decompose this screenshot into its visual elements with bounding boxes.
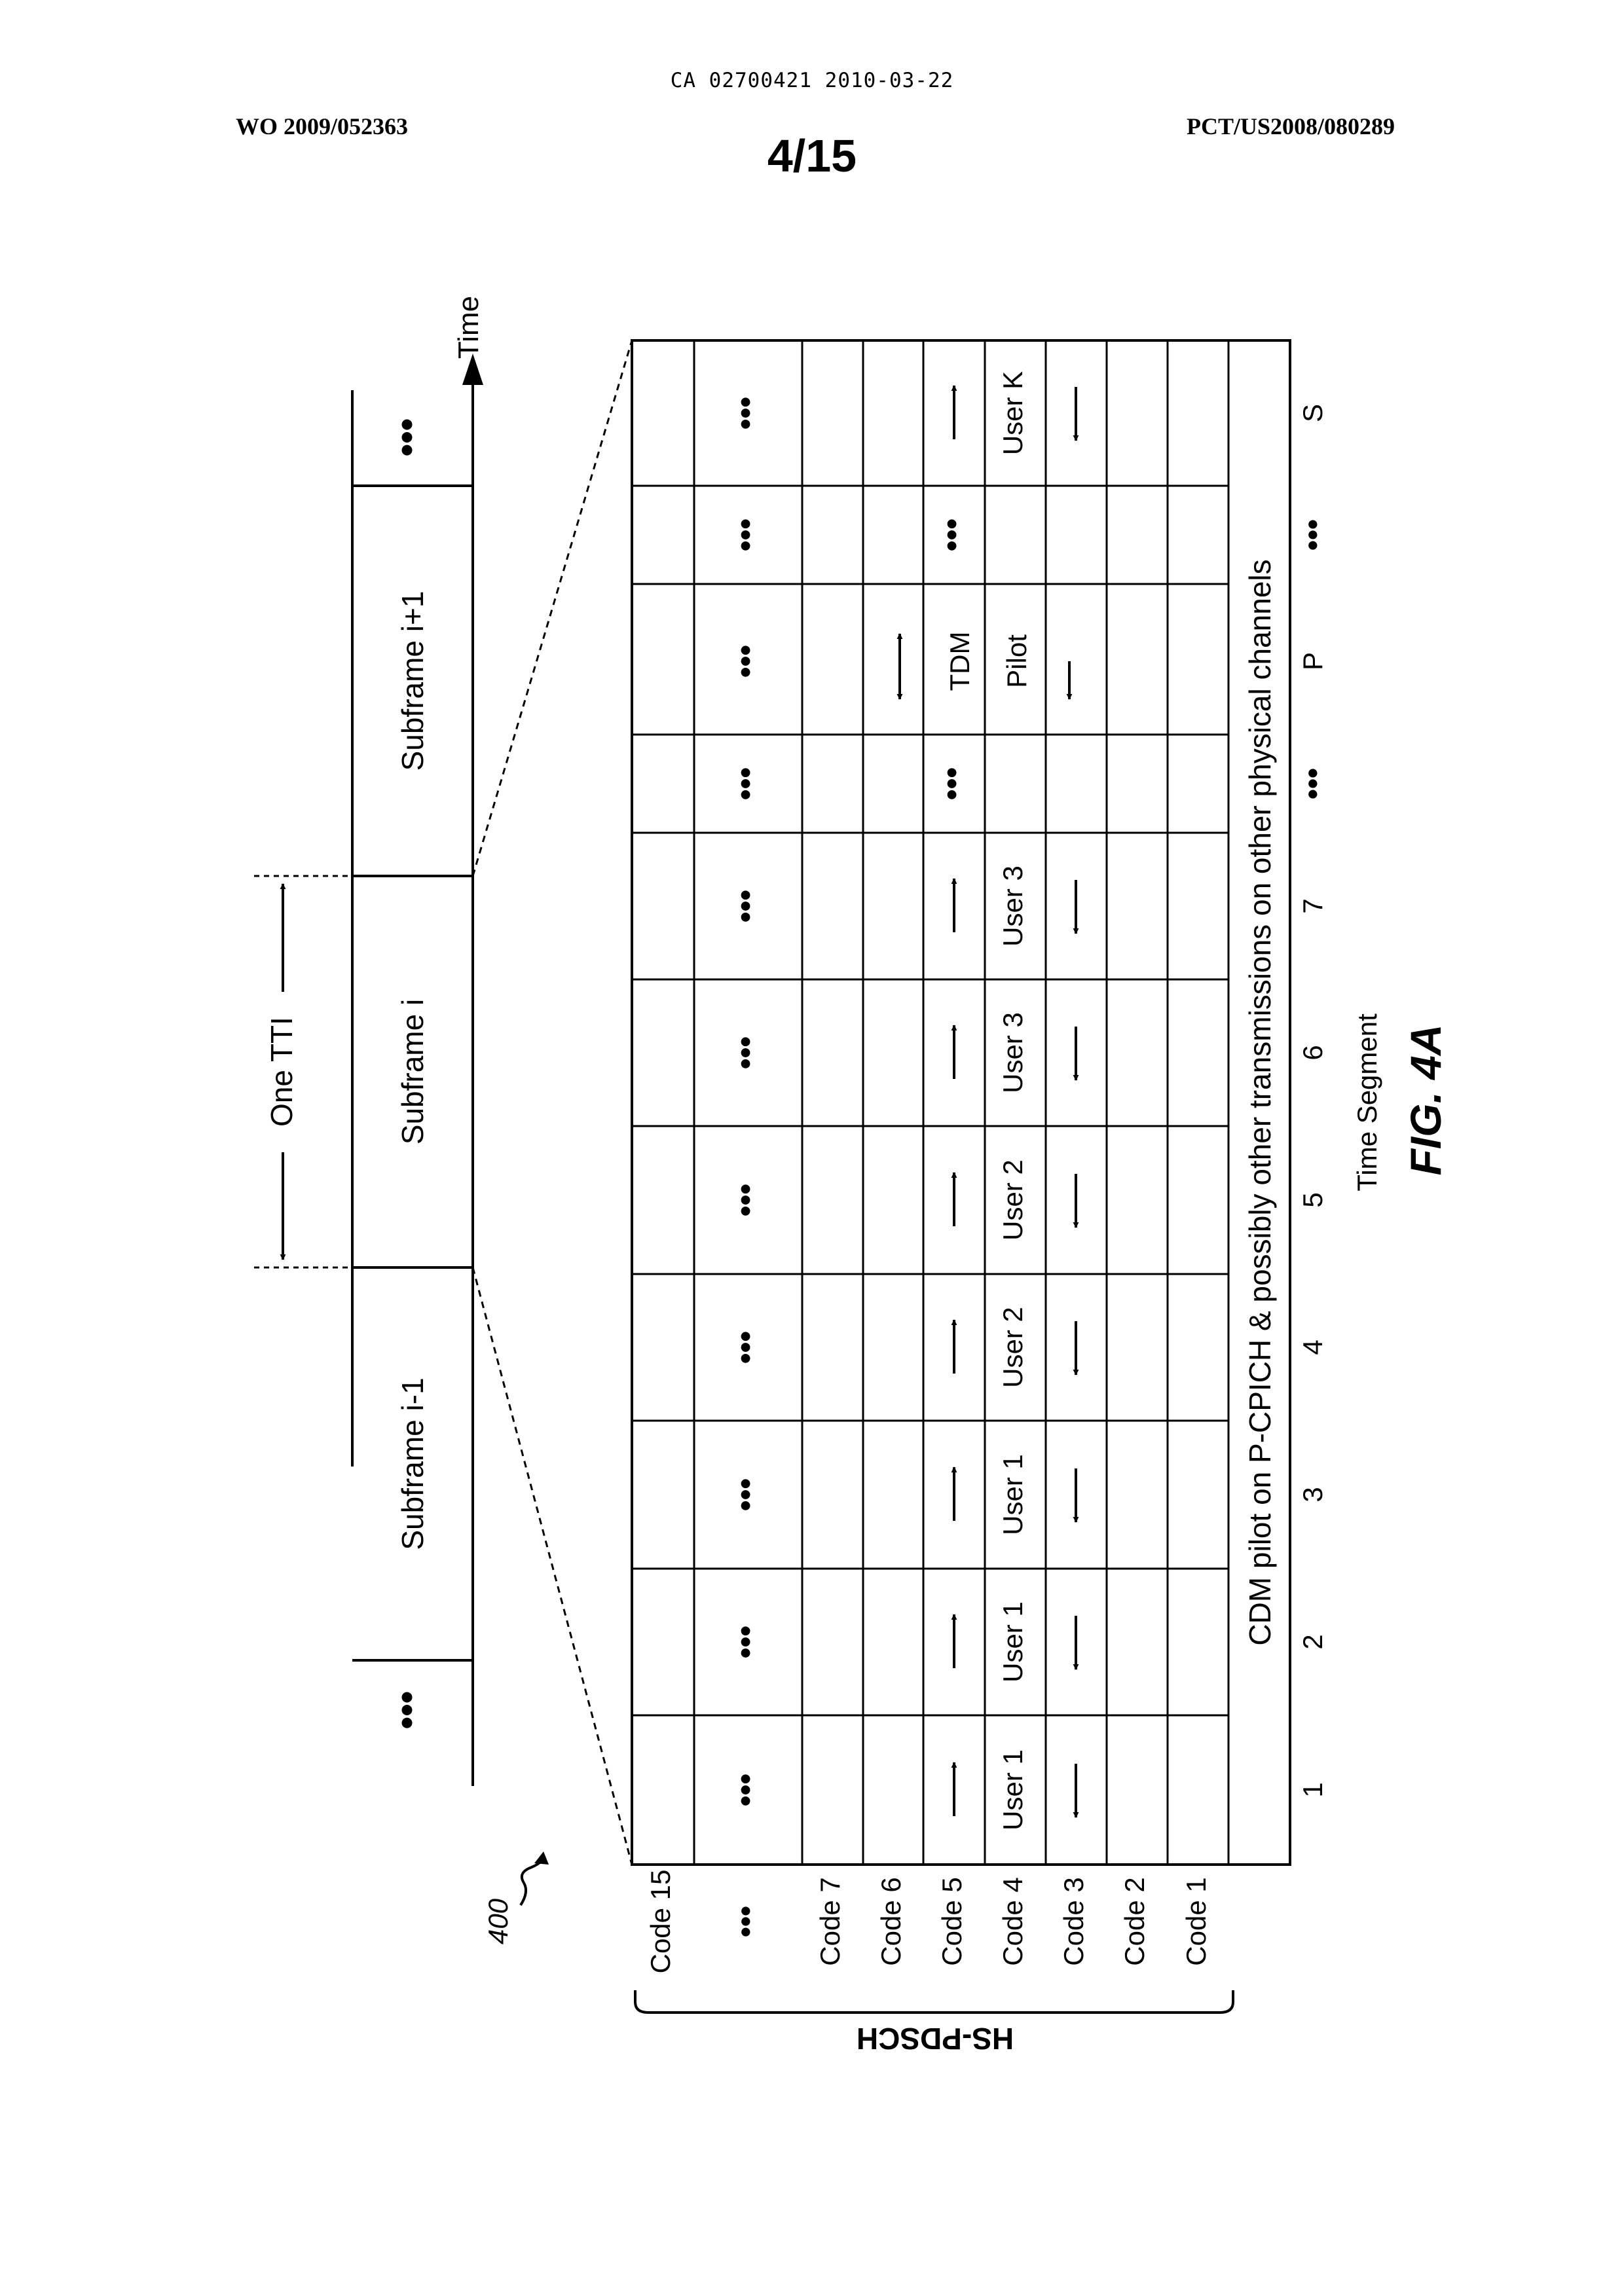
hs-pdsch-bracket [635, 1990, 1233, 2013]
segment-label-6: 6 [1297, 1045, 1328, 1060]
cell-ellipsis-6: ••• [729, 1036, 764, 1069]
cell-ellipsis-3: ••• [729, 1478, 764, 1511]
segment-label-9: P [1297, 652, 1328, 670]
time-axis-label: Time [452, 296, 485, 359]
code-ellipsis-label: ••• [728, 1906, 762, 1937]
cell-user-7: User 3 [997, 866, 1028, 947]
code-1-label: Code 1 [1181, 1877, 1211, 1965]
ref-numeral-400: 400 [483, 1898, 513, 1944]
segment-label-3: 3 [1297, 1487, 1328, 1502]
segment-label-11: S [1297, 404, 1328, 422]
cell-ellipsis-2: ••• [729, 1626, 764, 1658]
code-7-label: Code 7 [815, 1877, 845, 1965]
code-5-label: Code 5 [936, 1877, 967, 1965]
segment-label-4: 4 [1297, 1339, 1328, 1355]
cell-user-5: User 2 [997, 1159, 1028, 1241]
grid-cells: ••• ••• ••• ••• ••• ••• ••• ••• ••• ••• ••• User 1 U… [729, 371, 1076, 1831]
cell-ellipsis-1: ••• [729, 1774, 764, 1806]
code-labels: Code 15 ••• Code 7 Code 6 Code 5 Code 4 Code 3… [645, 1870, 1211, 1974]
ellipsis-left-subframes: ••• [386, 1691, 427, 1730]
cell-ellipsis-10: ••• [729, 519, 764, 551]
code-2-label: Code 2 [1119, 1877, 1150, 1965]
tti-label: One TTI [265, 1017, 299, 1127]
segment-label-10: ••• [1295, 519, 1329, 551]
segment-label-5: 5 [1297, 1192, 1328, 1207]
figure-label: FIG. 4A [1401, 1024, 1450, 1175]
cell-user-1: User 1 [997, 1749, 1028, 1831]
code-6-label: Code 6 [876, 1877, 906, 1965]
subframe-label-i-minus-1: Subframe i-1 [396, 1377, 430, 1550]
time-segment-label: Time Segment [1352, 1013, 1382, 1192]
cdm-pilot-row-label: CDM pilot on P-CPICH & possibly other tr… [1243, 559, 1277, 1645]
code-4-label: Code 4 [997, 1877, 1028, 1965]
segment-label-8: ••• [1295, 768, 1329, 799]
segment-label-7: 7 [1297, 898, 1328, 913]
cell-ellipsis-5: ••• [729, 1184, 764, 1216]
code-3-label: Code 3 [1058, 1877, 1089, 1965]
cell-ellipsis-4: ••• [729, 1331, 764, 1364]
cell-user-6: User 3 [997, 1012, 1028, 1093]
zoom-line-top [473, 340, 632, 876]
cell-gap-ellipsis-8: ••• [935, 767, 970, 800]
cell-user-3: User 1 [997, 1454, 1028, 1535]
segment-labels: 1 2 3 4 5 6 7 ••• P ••• S [1295, 404, 1329, 1798]
time-axis-diagram: Time ••• ••• Subframe i-1 Subframe i Sub… [254, 296, 485, 1786]
zoom-line-bottom [473, 1267, 632, 1865]
hs-pdsch-label: HS-PDSCH [857, 2022, 1014, 2056]
cell-ellipsis-11: ••• [729, 397, 764, 429]
cell-user-11: User K [997, 371, 1028, 455]
cell-tdm-pilot-line2: Pilot [1001, 634, 1032, 688]
segment-label-1: 1 [1297, 1782, 1328, 1797]
ellipsis-right-subframes: ••• [386, 418, 427, 457]
subframe-label-i-plus-1: Subframe i+1 [396, 591, 430, 771]
cell-ellipsis-7: ••• [729, 890, 764, 922]
ref-leader-arrow-icon [521, 1858, 544, 1905]
cell-gap-ellipsis-10: ••• [935, 519, 970, 551]
cell-tdm-pilot-line1: TDM [944, 632, 975, 691]
cell-ellipsis-9: ••• [729, 645, 764, 678]
cell-user-4: User 2 [997, 1307, 1028, 1388]
cell-ellipsis-8: ••• [729, 767, 764, 800]
code-15-label: Code 15 [645, 1870, 676, 1974]
subframe-label-i: Subframe i [396, 999, 430, 1144]
segment-label-2: 2 [1297, 1634, 1328, 1649]
cell-user-2: User 1 [997, 1601, 1028, 1683]
